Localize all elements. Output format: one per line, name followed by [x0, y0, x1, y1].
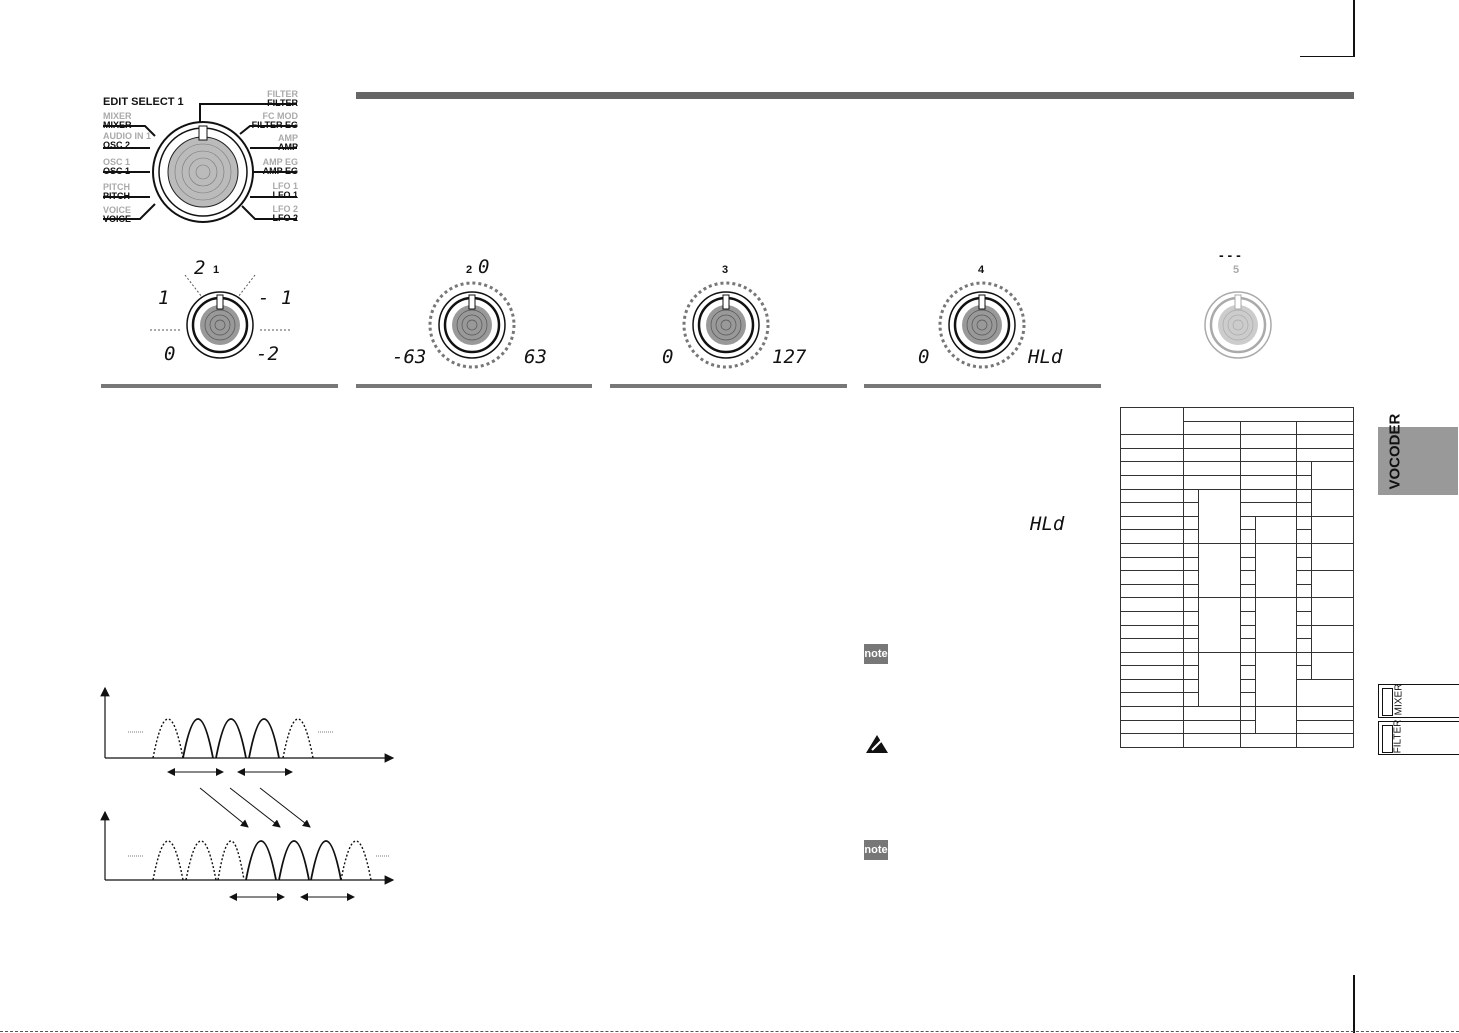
- mixer-tab-box: [1382, 688, 1393, 716]
- note-icon-2: note: [864, 840, 888, 860]
- edit-select-title: EDIT SELECT 1: [103, 96, 184, 108]
- crop-mark-top: [1353, 0, 1355, 56]
- knob-3-graphic: [682, 281, 770, 369]
- note-icon: note: [864, 644, 888, 664]
- knob-4-max: HLd: [1028, 346, 1063, 368]
- mixer-tab[interactable]: MIXER: [1378, 684, 1459, 718]
- hld-display: HLd: [1030, 513, 1065, 535]
- knob-4-number: 4: [978, 264, 985, 276]
- knob-1-diagram: 1 2 1 0 - 1 -2: [140, 255, 300, 375]
- knob-3-diagram: 3 0 127: [646, 255, 806, 375]
- knob-2-min: -63: [392, 346, 427, 368]
- knob-1-number: 1: [213, 264, 220, 276]
- knob-2-top-value: 0: [478, 256, 490, 278]
- knob-1-left-1: 1: [158, 287, 170, 309]
- section-bar-3: [610, 384, 847, 388]
- knob-1-right-m1: - 1: [258, 287, 293, 309]
- knob-1-top-value: 2: [194, 257, 206, 279]
- page-bottom-rule: [0, 1031, 1459, 1033]
- knob-2-max: 63: [524, 346, 547, 368]
- knob-3-min: 0: [662, 346, 674, 368]
- mixer-tab-label: MIXER: [1393, 683, 1405, 716]
- knob-5-number: 5: [1233, 264, 1240, 276]
- section-bar-4: [864, 384, 1101, 388]
- knob-5-top-value: - - -: [1219, 247, 1241, 263]
- filter-band-diagram: [100, 686, 395, 901]
- section-bar-2: [356, 384, 592, 388]
- knob-5-graphic: [1204, 291, 1272, 359]
- warning-icon: [866, 735, 888, 753]
- knob-2-diagram: 2 0 -63 63: [392, 255, 552, 375]
- knob-4-graphic: [938, 281, 1026, 369]
- data-table-grid: [1120, 406, 1354, 748]
- knob-3-max: 127: [772, 346, 807, 368]
- filter-tab[interactable]: FILTER: [1378, 719, 1459, 755]
- knob-3-number: 3: [722, 264, 729, 276]
- knob-4-diagram: 4 0 HLd: [902, 255, 1062, 375]
- filter-tab-label: FILTER: [1392, 719, 1404, 754]
- edit-select-knob: [103, 103, 297, 223]
- vocoder-tab[interactable]: VOCODER: [1378, 413, 1458, 495]
- header-bar: [356, 92, 1354, 99]
- knob-2-graphic: [428, 281, 516, 369]
- section-bar-1: [101, 384, 338, 388]
- filter-tab-box: [1382, 725, 1393, 753]
- crop-mark-bottom: [1353, 975, 1355, 1033]
- knob-1-graphic: [150, 274, 290, 359]
- vocoder-tab-label: VOCODER: [1386, 413, 1404, 490]
- knob-5-diagram: 5 - - -: [1158, 247, 1318, 375]
- crop-mark-top-h: [1300, 56, 1355, 57]
- knob-1-left-0: 0: [164, 343, 176, 365]
- knob-4-min: 0: [918, 346, 930, 368]
- knob-1-right-m2: -2: [256, 343, 279, 365]
- knob-2-number: 2: [466, 264, 473, 276]
